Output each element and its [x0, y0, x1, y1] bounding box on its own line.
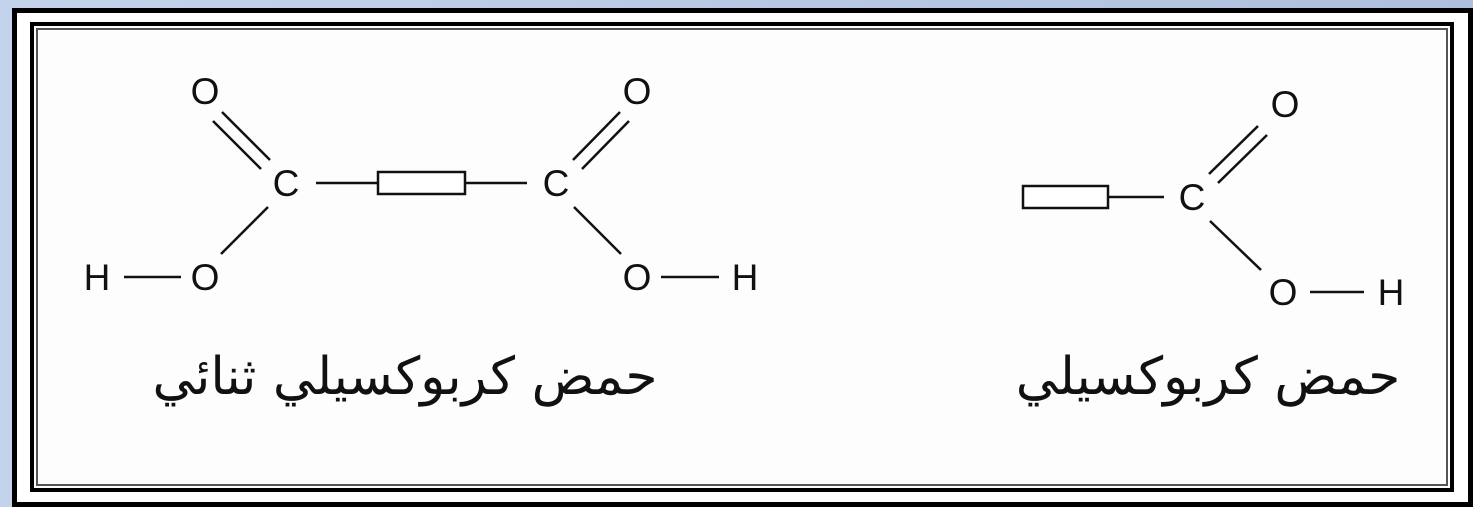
dicarboxylic-acid-structure: O C O H C O O H [84, 71, 759, 298]
atom-h: H [1378, 272, 1405, 313]
atom-o-single: O [1269, 272, 1298, 313]
atom-c: C [1179, 177, 1206, 218]
atom-o-double: O [1271, 84, 1300, 125]
atom-o-double-left: O [191, 71, 220, 112]
atom-o-single-left: O [191, 257, 220, 298]
bond-co-double-right-b [581, 120, 630, 170]
bond-co-double-right-a [572, 111, 621, 161]
bond-co-double-left-b [212, 120, 262, 170]
diagram-panel [30, 22, 1454, 492]
atom-c-left: C [273, 163, 300, 204]
bond-co-double-left-a [221, 111, 271, 161]
atom-o-double-right: O [623, 71, 652, 112]
bond-c-oh [1209, 220, 1262, 271]
atom-h-right: H [732, 257, 759, 298]
r-group-box-monocarboxylic [1021, 184, 1110, 210]
bond-co-double-b [1217, 134, 1268, 184]
r-group-box-dicarboxylic [376, 170, 467, 196]
atom-c-right: C [543, 163, 570, 204]
caption-monocarboxylic-acid: حمض كربوكسيلي [1016, 347, 1401, 407]
bond-co-double-a [1208, 125, 1259, 175]
monocarboxylic-acid-structure: C O O H [1021, 84, 1405, 313]
bond-c-oh-left [220, 206, 269, 255]
bond-c-oh-right [573, 206, 622, 255]
atom-o-single-right: O [623, 257, 652, 298]
atom-h-left: H [84, 257, 111, 298]
caption-dicarboxylic-acid: حمض كربوكسيلي ثنائي [153, 347, 658, 407]
